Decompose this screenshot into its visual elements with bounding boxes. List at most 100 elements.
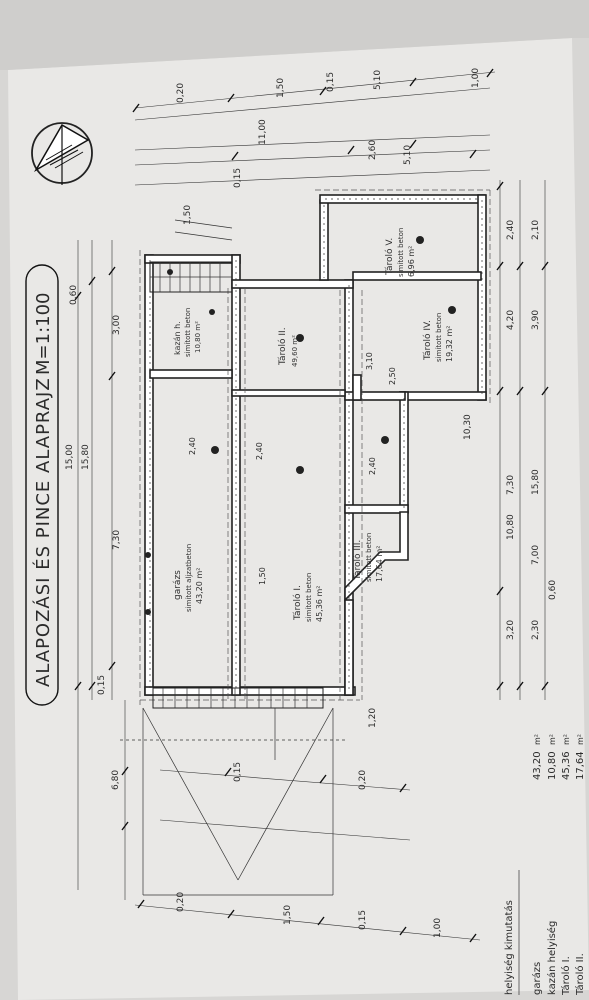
- dim-left-6: 6,80: [111, 770, 121, 790]
- driveway-ramp: [120, 687, 345, 896]
- room-boiler: kazán h. simított beton 10,80 m²: [173, 308, 202, 357]
- bottom-dimension-labels: 0,20 1,50 0,15 1,00 0,20 0,15 1,20: [176, 708, 443, 938]
- background: [0, 0, 589, 70]
- room-storage-3-area: 17,64 m²: [375, 546, 384, 582]
- room-storage-3-name: Tároló III.: [352, 540, 363, 581]
- plan-scale: M=1:100: [33, 293, 54, 376]
- dim-right-7: 7,00: [531, 545, 541, 565]
- dim-right-12: 10,30: [463, 414, 473, 440]
- room-storage-1: Tároló I. simított beton 45,36 m²: [292, 573, 324, 622]
- foundation-lines: [139, 189, 491, 705]
- dim-bottom-2: 1,50: [283, 905, 293, 925]
- dim-right-11: 0,60: [548, 580, 558, 600]
- room-storage-5: Tároló V. simított beton 6,96 m²: [384, 228, 416, 277]
- dim-top-4: 5,10: [373, 70, 383, 90]
- schedule-row-1-value: 10,80: [547, 751, 558, 780]
- room-garage-name: garázs: [173, 570, 183, 600]
- schedule-row-0: garázs 43,20 m²: [531, 734, 543, 995]
- room-storage-2-name: Tároló II.: [277, 327, 288, 366]
- stairs: [149, 219, 233, 293]
- dim-top-6: 11,00: [258, 119, 268, 145]
- room-boiler-area: 10,80 m²: [194, 321, 202, 353]
- dim-right-9: 3,20: [506, 620, 516, 640]
- left-dimension-lines: [74, 240, 129, 900]
- dim-right-1: 2,40: [506, 220, 516, 240]
- schedule-row-3-unit: m²: [576, 734, 585, 745]
- dim-inner-6: 2,40: [368, 457, 377, 475]
- room-schedule: helyiség kimutatás garázs 43,20 m² kazán…: [503, 734, 586, 996]
- dim-inner-1: 2,40: [188, 437, 197, 455]
- dim-top-5: 1,00: [471, 68, 481, 88]
- dim-inner-5: 1,50: [258, 567, 267, 585]
- right-dimension-labels: 2,40 2,10 4,20 3,90 7,30 15,80 7,00 10,8…: [463, 220, 558, 640]
- dim-bottom-1: 0,20: [176, 892, 186, 912]
- schedule-heading: helyiség kimutatás: [503, 900, 515, 995]
- schedule-row-0-unit: m²: [533, 734, 542, 745]
- bottom-dimension-lines: [134, 767, 481, 943]
- north-arrow-icon: [31, 122, 93, 185]
- paper-sheet: [8, 38, 589, 1000]
- room-storage-5-note: simított beton: [397, 228, 405, 277]
- dim-left-3: 7,30: [112, 530, 122, 550]
- dim-left-2: 15,80: [81, 444, 91, 470]
- room-storage-1-name: Tároló I.: [292, 585, 303, 621]
- room-labels: garázs simított aljzatbeton 43,20 m² kaz…: [173, 228, 454, 622]
- room-storage-4-note: simított beton: [435, 313, 443, 362]
- room-storage-5-name: Tároló V.: [384, 238, 395, 276]
- title-block: ALAPOZÁSI ÉS PINCE ALAPRAJZ M=1:100: [25, 264, 59, 706]
- inner-dimension-labels: 2,40 2,40 2,50 3,10 1,50 2,40: [188, 352, 397, 585]
- dim-right-4: 3,90: [531, 310, 541, 330]
- room-storage-2: Tároló II. 49,60 m²: [277, 327, 299, 367]
- room-garage-note: simított aljzatbeton: [185, 544, 193, 612]
- dim-bottom-5: 0,20: [358, 770, 368, 790]
- dim-left-7: 0,15: [97, 675, 107, 695]
- room-storage-5-area: 6,96 m²: [407, 246, 416, 277]
- room-boiler-note: simított beton: [184, 308, 192, 357]
- dim-left-4: 3,00: [112, 315, 122, 335]
- dim-right-3: 4,20: [506, 310, 516, 330]
- schedule-row-2-value: 45,36: [561, 751, 572, 780]
- room-storage-1-note: simított beton: [305, 573, 313, 622]
- room-storage-4-name: Tároló IV.: [422, 320, 433, 361]
- schedule-row-2-name: Tároló I.: [560, 956, 572, 996]
- level-markers: [145, 236, 456, 615]
- dim-top-1: 0,20: [176, 83, 186, 103]
- room-boiler-name: kazán h.: [173, 321, 182, 355]
- schedule-row-3-name: Tároló II.: [574, 953, 586, 996]
- dim-top-7: 2,60: [368, 140, 378, 160]
- room-garage-area: 43,20 m²: [195, 568, 204, 604]
- right-dimension-lines: [496, 180, 549, 700]
- dim-right-6: 15,80: [531, 469, 541, 495]
- dim-inner-4: 3,10: [365, 352, 374, 370]
- room-storage-2-area: 49,60 m²: [291, 335, 299, 367]
- top-dimension-labels: 0,20 1,50 0,15 5,10 1,00 11,00 2,60 5,10…: [176, 68, 481, 225]
- dim-right-5: 7,30: [506, 475, 516, 495]
- dim-bottom-7: 1,20: [368, 708, 378, 728]
- dim-bottom-3: 0,15: [358, 910, 368, 930]
- dim-inner-2: 2,40: [255, 442, 264, 460]
- left-dimension-labels: 15,00 15,80 7,30 3,00 0,60 6,80 0,15: [65, 285, 122, 790]
- dim-bottom-6: 0,15: [233, 762, 243, 782]
- plan-title: ALAPOZÁSI ÉS PINCE ALAPRAJZ: [32, 377, 54, 687]
- dim-top-2: 1,50: [276, 78, 286, 98]
- dim-bottom-4: 1,00: [433, 918, 443, 938]
- top-dimension-lines: [132, 68, 496, 186]
- dim-left-1: 15,00: [65, 444, 75, 470]
- dim-top-9: 0,15: [233, 168, 243, 188]
- room-storage-3-note: simított beton: [365, 533, 373, 582]
- room-storage-4: Tároló IV. simított beton 19,32 m²: [422, 313, 454, 362]
- dim-inner-3: 2,50: [388, 367, 397, 385]
- schedule-row-2-unit: m²: [562, 734, 571, 745]
- schedule-row-3-value: 17,64: [575, 751, 586, 780]
- schedule-row-2: Tároló I. 45,36 m²: [560, 734, 572, 996]
- dim-top-10: 1,50: [183, 205, 193, 225]
- schedule-row-1-name: kazán helyiség: [546, 921, 558, 995]
- dim-right-10: 2,30: [531, 620, 541, 640]
- room-storage-4-area: 19,32 m²: [445, 326, 454, 362]
- schedule-row-0-value: 43,20: [532, 751, 543, 780]
- room-storage-1-area: 45,36 m²: [315, 586, 324, 622]
- dim-top-8: 5,10: [403, 145, 413, 165]
- dim-right-8: 10,80: [506, 514, 516, 540]
